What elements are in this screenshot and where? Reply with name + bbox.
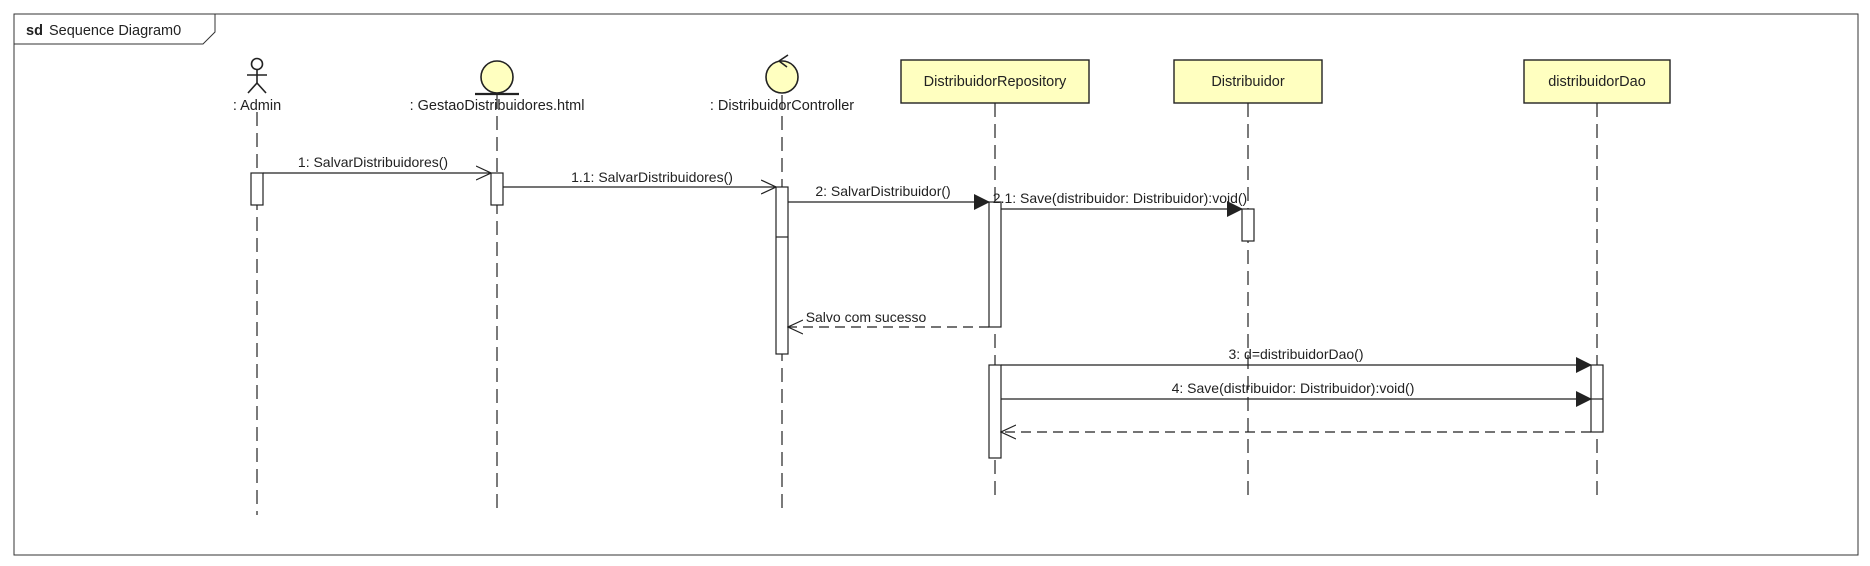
message-label-m3: 3: d=distribuidorDao() [1228,346,1363,362]
sd-frame: sd Sequence Diagram0 [13,13,1859,556]
participant-label-gestao: : GestaoDistribuidores.html [410,98,585,114]
message-label-m4: 4: Save(distribuidor: Distribuidor):void… [1172,380,1415,396]
participant-label-controller: : DistribuidorController [710,98,854,114]
participant-distribuidor[interactable]: Distribuidor [1173,59,1323,104]
participant-controller[interactable]: : DistribuidorController [710,54,854,114]
frame-keyword: sd [26,23,43,39]
participant-label-repository: DistribuidorRepository [924,74,1067,90]
control-icon [765,54,799,94]
activation-repository-1 [988,201,1002,328]
message-label-m1: 1: SalvarDistribuidores() [298,154,448,170]
participant-admin[interactable]: : Admin [233,57,281,115]
activation-admin [250,172,264,206]
activation-controller [775,186,789,355]
lifelines [256,95,1598,515]
message-label-m21: 2.1: Save(distribuidor: Distribuidor):vo… [993,190,1247,206]
activations [250,172,1604,459]
participant-repository[interactable]: DistribuidorRepository [900,59,1090,104]
actor-icon [247,57,267,94]
frame-title: Sequence Diagram0 [49,23,181,39]
participant-gestao[interactable]: : GestaoDistribuidores.html [410,60,585,114]
participant-label-admin: : Admin [233,98,281,114]
message-label-m11: 1.1: SalvarDistribuidores() [571,169,733,185]
message-label-m2: 2: SalvarDistribuidor() [815,183,950,199]
participant-dao[interactable]: distribuidorDao [1523,59,1671,104]
activation-gestao [490,172,504,206]
message-label-mr1: Salvo com sucesso [806,309,927,325]
boundary-icon [475,60,519,96]
activation-distribuidor [1241,208,1255,242]
activation-repository-2 [988,364,1002,459]
participant-label-dao: distribuidorDao [1548,74,1646,90]
message-labels: 1: SalvarDistribuidores() 1.1: SalvarDis… [298,154,1414,396]
participant-label-distribuidor: Distribuidor [1211,74,1284,90]
messages [263,173,1592,432]
